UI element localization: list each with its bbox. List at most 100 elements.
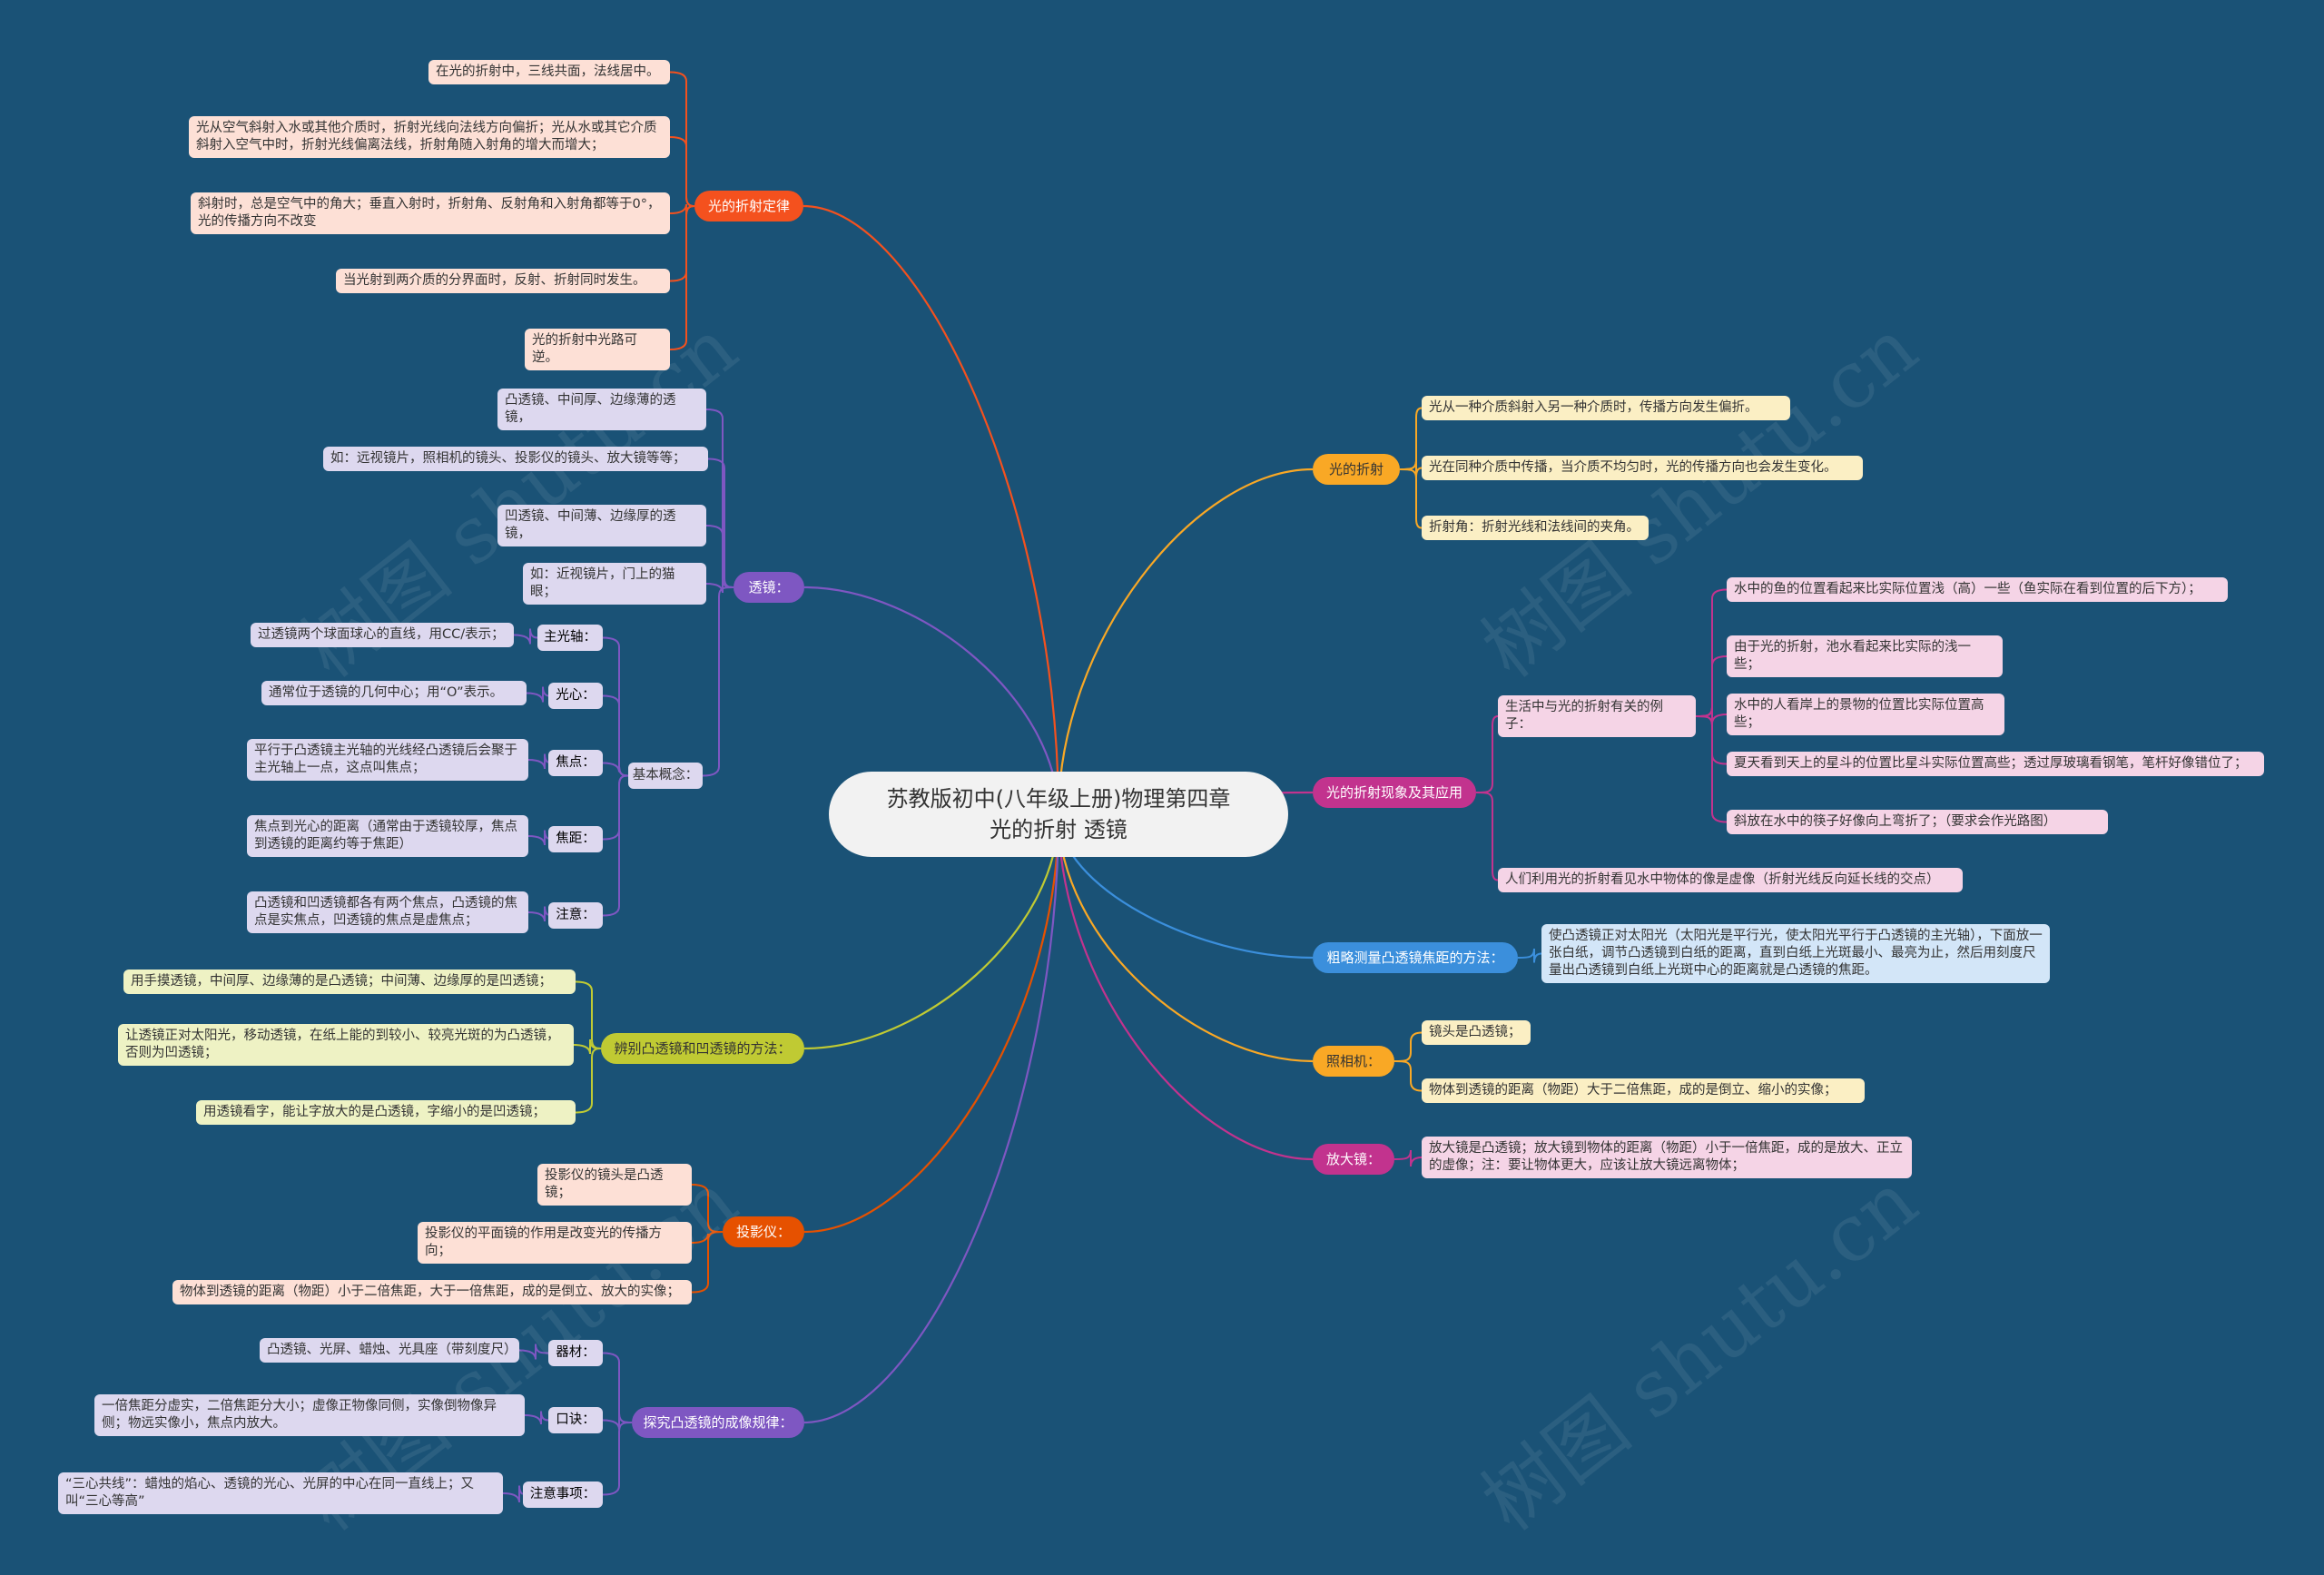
explore-label[interactable]: 器材：	[548, 1340, 603, 1366]
connector-line	[1517, 948, 1542, 963]
explore-text[interactable]: 凸透镜、光屏、蜡烛、光具座（带刻度尺）	[260, 1338, 519, 1363]
branch-lens[interactable]: 透镜：	[734, 572, 804, 603]
concept-text[interactable]: 通常位于透镜的几何中心；用“O”表示。	[261, 681, 527, 705]
camera-item[interactable]: 物体到透镜的距离（物距）大于二倍焦距，成的是倒立、缩小的实像；	[1422, 1078, 1865, 1103]
connector-line	[669, 205, 695, 282]
connector-line	[691, 1231, 724, 1294]
lens-item[interactable]: 如：远视镜片，照相机的镜头、投影仪的镜头、放大镜等等；	[323, 447, 708, 471]
branch-projector[interactable]: 投影仪：	[723, 1216, 804, 1247]
refraction-law-item[interactable]: 光从空气斜射入水或其他介质时，折射光线向法线方向偏折；光从水或其它介质斜射入空气…	[189, 116, 670, 158]
refraction-item[interactable]: 折射角：折射光线和法线间的夹角。	[1422, 516, 1649, 540]
concept-text[interactable]: 焦点到光心的距离（通常由于透镜较厚，焦点到透镜的距离约等于焦距）	[247, 815, 528, 857]
projector-item[interactable]: 投影仪的平面镜的作用是改变光的传播方向；	[418, 1222, 692, 1264]
concept-label[interactable]: 注意：	[548, 902, 603, 929]
connector-line	[803, 813, 1060, 1234]
connector-line	[1057, 813, 1314, 1063]
connector-line	[1057, 468, 1314, 815]
lens-item[interactable]: 凸透镜、中间厚、边缘薄的透镜，	[497, 389, 706, 430]
connector-line	[602, 1422, 633, 1496]
connector-line	[575, 980, 602, 1049]
refraction-law-item[interactable]: 斜射时，总是空气中的角大；垂直入射时，折射角、反射角和入射角都等于0°，光的传播…	[191, 192, 670, 234]
concept-text[interactable]: 平行于凸透镜主光轴的光线经凸透镜后会聚于主光轴上一点，这点叫焦点；	[247, 739, 528, 781]
refraction-law-item[interactable]: 在光的折射中，三线共面，法线居中。	[428, 60, 670, 84]
refraction-item[interactable]: 光在同种介质中传播，当介质不均匀时，光的传播方向也会发生变化。	[1422, 456, 1863, 480]
connector-line	[1475, 792, 1499, 881]
connector-line	[669, 136, 695, 207]
explore-label[interactable]: 注意事项：	[523, 1481, 603, 1508]
connector-line	[527, 906, 550, 922]
connector-line	[803, 586, 1060, 815]
connector-line	[1695, 715, 1728, 823]
explore-text[interactable]: “三心共线”：蜡烛的焰心、透镜的光心、光屏的中心在同一直线上；又叫“三心等高”	[58, 1472, 503, 1514]
connector-line	[602, 762, 629, 777]
basic-concepts-node[interactable]: 基本概念：	[628, 763, 703, 789]
branch-explore[interactable]: 探究凸透镜的成像规律：	[632, 1407, 804, 1438]
connector-line	[518, 1344, 549, 1360]
example-item[interactable]: 夏天看到天上的星斗的位置比星斗实际位置高些；透过厚玻璃看钢笔，笔杆好像错位了；	[1727, 752, 2264, 776]
branch-magnifier[interactable]: 放大镜：	[1313, 1144, 1394, 1175]
connector-line	[691, 1184, 724, 1233]
branch-phenomena[interactable]: 光的折射现象及其应用	[1313, 777, 1476, 808]
concept-label[interactable]: 焦距：	[548, 826, 603, 852]
branch-focal-method[interactable]: 粗略测量凸透镜焦距的方法：	[1313, 942, 1518, 973]
explore-label[interactable]: 口诀：	[548, 1407, 603, 1433]
connector-line	[602, 636, 629, 777]
connector-line	[526, 686, 549, 703]
camera-item[interactable]: 镜头是凸透镜；	[1422, 1020, 1531, 1045]
connector-line	[527, 753, 550, 770]
example-item[interactable]: 水中的人看岸上的景物的位置比实际位置高些；	[1727, 694, 2004, 735]
connector-line	[1475, 715, 1499, 793]
connector-line	[1399, 407, 1423, 470]
examples-node[interactable]: 生活中与光的折射有关的例子：	[1498, 695, 1696, 737]
distinguish-item[interactable]: 用透镜看字，能让字放大的是凸透镜，字缩小的是凹透镜；	[196, 1100, 576, 1125]
focal-method-text[interactable]: 使凸透镜正对太阳光（太阳光是平行光，使太阳光平行于凸透镜的主光轴），下面放一张白…	[1541, 924, 2050, 983]
distinguish-item[interactable]: 让透镜正对太阳光，移动透镜，在纸上能的到较小、较亮光斑的为凸透镜，否则为凹透镜；	[118, 1024, 574, 1066]
concept-label[interactable]: 焦点：	[548, 750, 603, 776]
connector-line	[669, 205, 695, 350]
connector-line	[502, 1485, 525, 1503]
example-item[interactable]: 水中的鱼的位置看起来比实际位置浅（高）一些（鱼实际在看到位置的后下方）；	[1727, 577, 2228, 602]
projector-item[interactable]: 物体到透镜的距离（物距）小于二倍焦距，大于一倍焦距，成的是倒立、放大的实像；	[172, 1280, 692, 1304]
connector-line	[1057, 813, 1314, 1161]
connector-line	[1393, 1031, 1423, 1062]
connector-line	[573, 1039, 602, 1055]
branch-camera[interactable]: 照相机：	[1313, 1046, 1394, 1077]
lens-item[interactable]: 凹透镜、中间薄、边缘厚的透镜，	[497, 505, 706, 546]
connector-line	[575, 1048, 602, 1114]
concept-text[interactable]: 凸透镜和凹透镜都各有两个焦点，凸透镜的焦点是实焦点，凹透镜的焦点是虚焦点；	[247, 891, 528, 933]
refraction-item[interactable]: 光从一种介质斜射入另一种介质时，传播方向发生偏折。	[1422, 396, 1790, 420]
connector-line	[1393, 1060, 1423, 1092]
connector-line	[602, 1413, 633, 1430]
connector-line	[702, 586, 734, 777]
center-topic[interactable]: 苏教版初中(八年级上册)物理第四章 光的折射 透镜	[829, 772, 1288, 857]
distinguish-item[interactable]: 用手摸透镜，中间厚、边缘薄的是凸透镜；中间薄、边缘厚的是凹透镜；	[123, 970, 576, 994]
concept-text[interactable]: 过透镜两个球面球心的直线，用CC/表示；	[251, 623, 514, 647]
lens-item[interactable]: 如：近视镜片，门上的猫眼；	[523, 563, 706, 605]
connector-line	[527, 830, 550, 846]
connector-line	[524, 1411, 549, 1425]
connector-line	[705, 409, 734, 588]
connector-line	[803, 813, 1060, 1424]
connector-line	[602, 774, 629, 841]
refraction-law-item[interactable]: 光的折射中光路可逆。	[525, 329, 670, 370]
branch-refraction[interactable]: 光的折射	[1313, 454, 1400, 485]
projector-item[interactable]: 投影仪的镜头是凸透镜；	[537, 1164, 692, 1206]
example-item[interactable]: 由于光的折射，池水看起来比实际的浅一些；	[1727, 635, 2003, 677]
connector-line	[1393, 1149, 1423, 1167]
concept-label[interactable]: 主光轴：	[537, 625, 603, 651]
connector-line	[707, 458, 734, 588]
connector-line	[803, 813, 1060, 1050]
example-item[interactable]: 斜放在水中的筷子好像向上弯折了；（要求会作光路图）	[1727, 810, 2108, 834]
connector-line	[602, 1352, 633, 1423]
magnifier-text[interactable]: 放大镜是凸透镜；放大镜到物体的距离（物距）小于一倍焦距，成的是放大、正立的虚像；…	[1422, 1137, 1912, 1178]
explore-text[interactable]: 一倍焦距分虚实，二倍焦距分大小；虚像正物像同侧，实像倒物像异侧；物远实像小，焦点…	[94, 1394, 525, 1436]
branch-refraction-law[interactable]: 光的折射定律	[694, 191, 803, 221]
branch-distinguish[interactable]: 辨别凸透镜和凹透镜的方法：	[601, 1033, 804, 1064]
refraction-law-item[interactable]: 当光射到两介质的分界面时，反射、折射同时发生。	[336, 269, 670, 293]
virtual-image-node[interactable]: 人们利用光的折射看见水中物体的像是虚像（折射光线反向延长线的交点）	[1498, 868, 1963, 892]
concept-label[interactable]: 光心：	[548, 683, 603, 709]
connector-line	[705, 525, 734, 588]
connector-line	[1399, 468, 1423, 529]
